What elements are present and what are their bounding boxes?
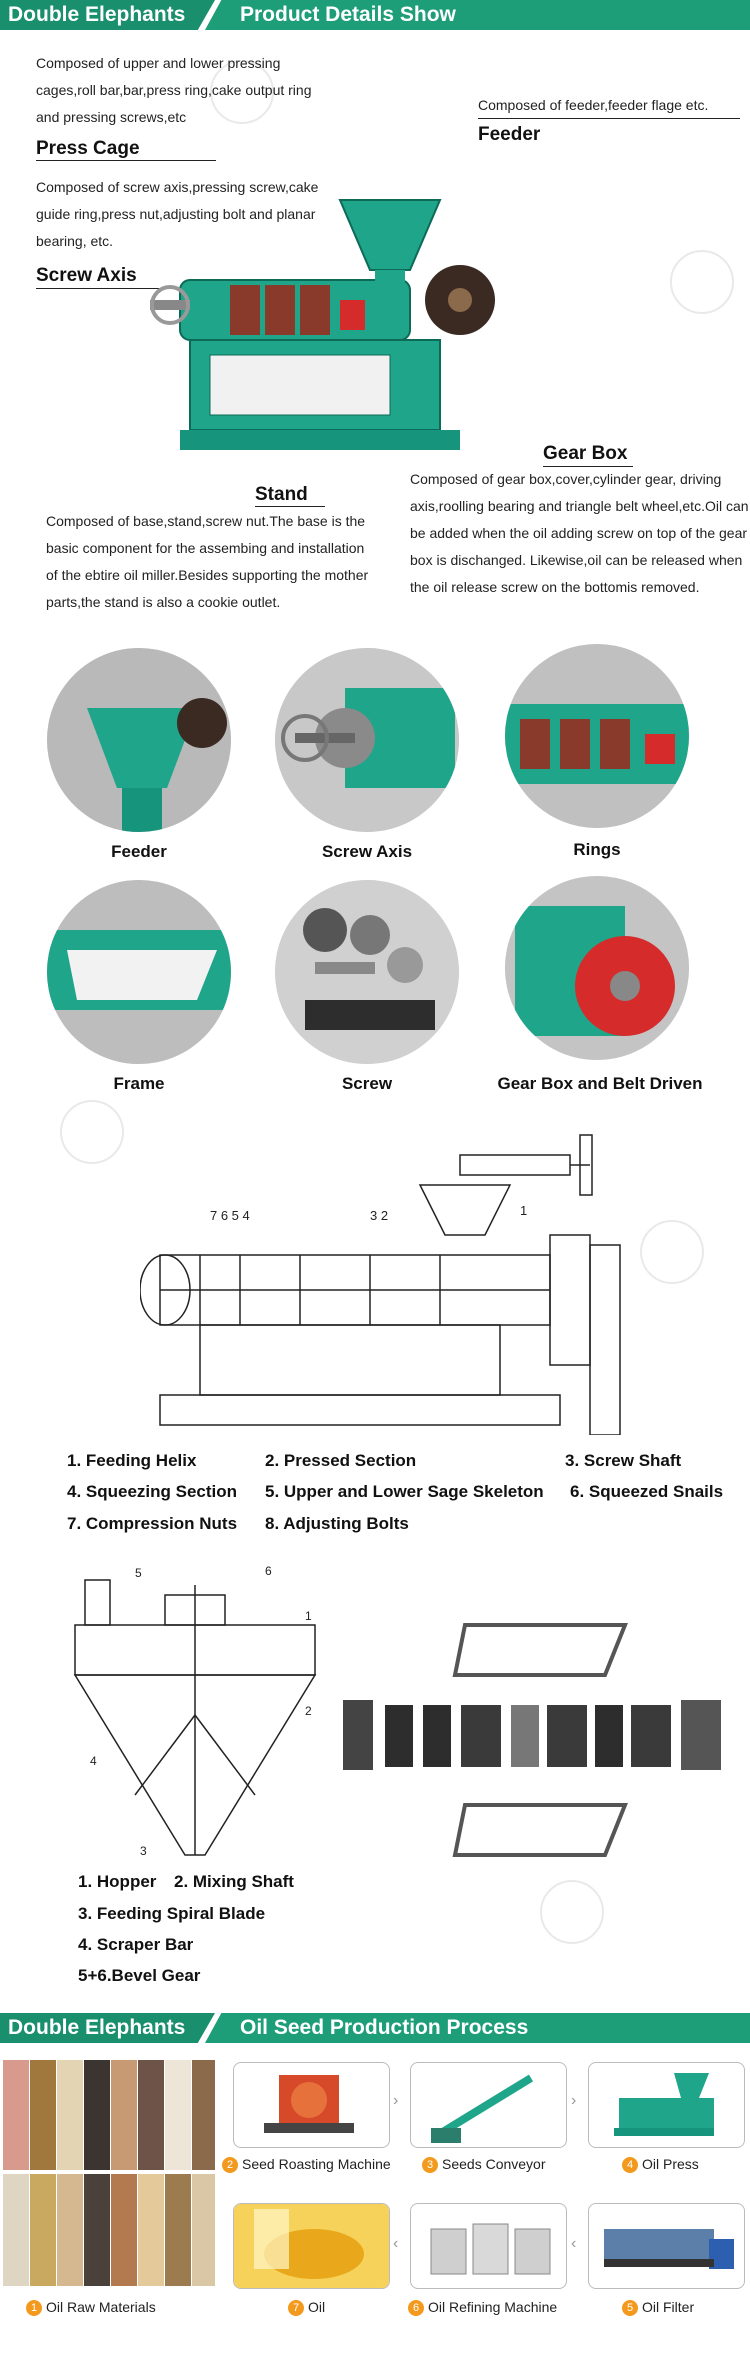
press-cage-label: Press Cage <box>36 138 140 159</box>
legend-item: 6. Squeezed Snails <box>570 1482 724 1501</box>
svg-text:4: 4 <box>90 1754 97 1768</box>
detail-screw-axis-image <box>275 648 459 832</box>
gear-box-label: Gear Box <box>543 443 628 464</box>
watermark-logo <box>210 60 274 124</box>
step-label: Oil Raw Materials <box>46 2299 156 2315</box>
step-label: Oil Refining Machine <box>428 2299 558 2315</box>
step-label: Oil Filter <box>642 2299 695 2315</box>
brand-name: Double Elephants <box>0 2013 215 2043</box>
detail-gear-box-image <box>505 876 689 1060</box>
section-title: Oil Seed Production Process <box>205 2013 750 2043</box>
watermark-logo <box>60 1100 124 1164</box>
oil-press-machine-image <box>150 160 510 470</box>
legend-item: 4. Scraper Bar <box>78 1935 194 1954</box>
svg-text:6: 6 <box>265 1565 272 1578</box>
legend-item: 2. Pressed Section <box>265 1451 417 1470</box>
legend-item: 4. Squeezing Section <box>67 1482 238 1501</box>
legend-item: 3. Screw Shaft <box>565 1451 682 1470</box>
legend-item: 5+6.Bevel Gear <box>78 1966 201 1985</box>
detail-rings-caption: Rings <box>573 840 621 859</box>
legend-item: 2. Mixing Shaft <box>174 1872 294 1891</box>
press-cage-description: Composed of upper and lower pressing cag… <box>36 55 312 125</box>
step-number: 4 <box>622 2157 638 2173</box>
flow-arrow-icon: ‹ <box>571 2235 577 2252</box>
svg-text:2: 2 <box>305 1704 312 1718</box>
section-title: Product Details Show <box>205 0 750 30</box>
watermark-logo <box>640 1220 704 1284</box>
stand-leader <box>255 506 325 507</box>
watermark-logo <box>540 1880 604 1944</box>
detail-screw-image <box>275 880 459 1064</box>
process-oil-image <box>233 2203 390 2289</box>
step-number: 5 <box>622 2300 638 2316</box>
brand-name: Double Elephants <box>0 0 215 30</box>
step-number: 3 <box>422 2157 438 2173</box>
watermark-logo <box>670 250 734 314</box>
screw-parts-image <box>335 1620 745 1860</box>
process-filter-image <box>588 2203 745 2289</box>
feeder-description: Composed of feeder,feeder flage etc. <box>478 97 709 113</box>
legend-item: 8. Adjusting Bolts <box>265 1514 409 1533</box>
flow-arrow-icon: › <box>571 2092 577 2109</box>
detail-screw-caption: Screw <box>341 1074 393 1093</box>
svg-text:1: 1 <box>305 1609 312 1623</box>
stand-description: Composed of base,stand,screw nut.The bas… <box>46 513 369 610</box>
svg-text:3 2: 3 2 <box>370 1208 388 1223</box>
legend-item: 1. Feeding Helix <box>67 1451 197 1470</box>
detail-feeder-image <box>47 648 231 832</box>
process-refining-image <box>410 2203 567 2289</box>
svg-text:3: 3 <box>140 1844 147 1858</box>
svg-text:5: 5 <box>135 1566 142 1580</box>
detail-gear-box-caption: Gear Box and Belt Driven <box>497 1074 703 1093</box>
step-label: Oil Press <box>642 2156 699 2172</box>
press-cage-leader <box>36 160 216 161</box>
step-number: 2 <box>222 2157 238 2173</box>
process-oil-press-image <box>588 2062 745 2148</box>
step-label: Oil <box>308 2299 326 2315</box>
section-header-production-process: Double Elephants Oil Seed Production Pro… <box>0 2013 750 2043</box>
flow-arrow-icon: › <box>393 2092 399 2109</box>
step-label: Seeds Conveyor <box>442 2156 546 2172</box>
detail-frame-image <box>47 880 231 1064</box>
legend-item: 7. Compression Nuts <box>67 1514 238 1533</box>
detail-screw-axis-caption: Screw Axis <box>321 842 413 861</box>
step-number: 7 <box>288 2300 304 2316</box>
legend-item: 1. Hopper <box>78 1872 157 1891</box>
screw-axis-description: Composed of screw axis,pressing screw,ca… <box>36 179 319 249</box>
legend-item: 3. Feeding Spiral Blade <box>78 1904 266 1923</box>
oil-press-cross-section-diagram: 7 6 5 4 3 2 1 <box>139 1125 640 1436</box>
hopper-diagram: 6 5 1 2 4 3 <box>65 1564 325 1865</box>
process-conveyor-image <box>410 2062 567 2148</box>
gear-box-description: Composed of gear box,cover,cylinder gear… <box>410 471 749 595</box>
section-header-product-details: Double Elephants Product Details Show <box>0 0 750 30</box>
raw-materials-image <box>3 2060 215 2286</box>
feeder-label: Feeder <box>478 124 541 145</box>
svg-text:7 6 5 4: 7 6 5 4 <box>210 1208 250 1223</box>
gear-box-leader <box>543 466 633 467</box>
screw-axis-leader <box>36 288 226 289</box>
legend-item: 5. Upper and Lower Sage Skeleton <box>265 1482 544 1501</box>
stand-label: Stand <box>255 484 308 505</box>
process-roasting-machine-image <box>233 2062 390 2148</box>
detail-feeder-caption: Feeder <box>111 842 167 861</box>
detail-rings-image <box>505 644 689 828</box>
screw-axis-label: Screw Axis <box>36 265 137 286</box>
detail-frame-caption: Frame <box>113 1074 165 1093</box>
svg-text:1: 1 <box>520 1203 527 1218</box>
step-label: Seed Roasting Machine <box>242 2156 391 2172</box>
feeder-leader <box>478 118 740 119</box>
step-number: 1 <box>26 2300 42 2316</box>
flow-arrow-icon: ‹ <box>393 2235 399 2252</box>
step-number: 6 <box>408 2300 424 2316</box>
